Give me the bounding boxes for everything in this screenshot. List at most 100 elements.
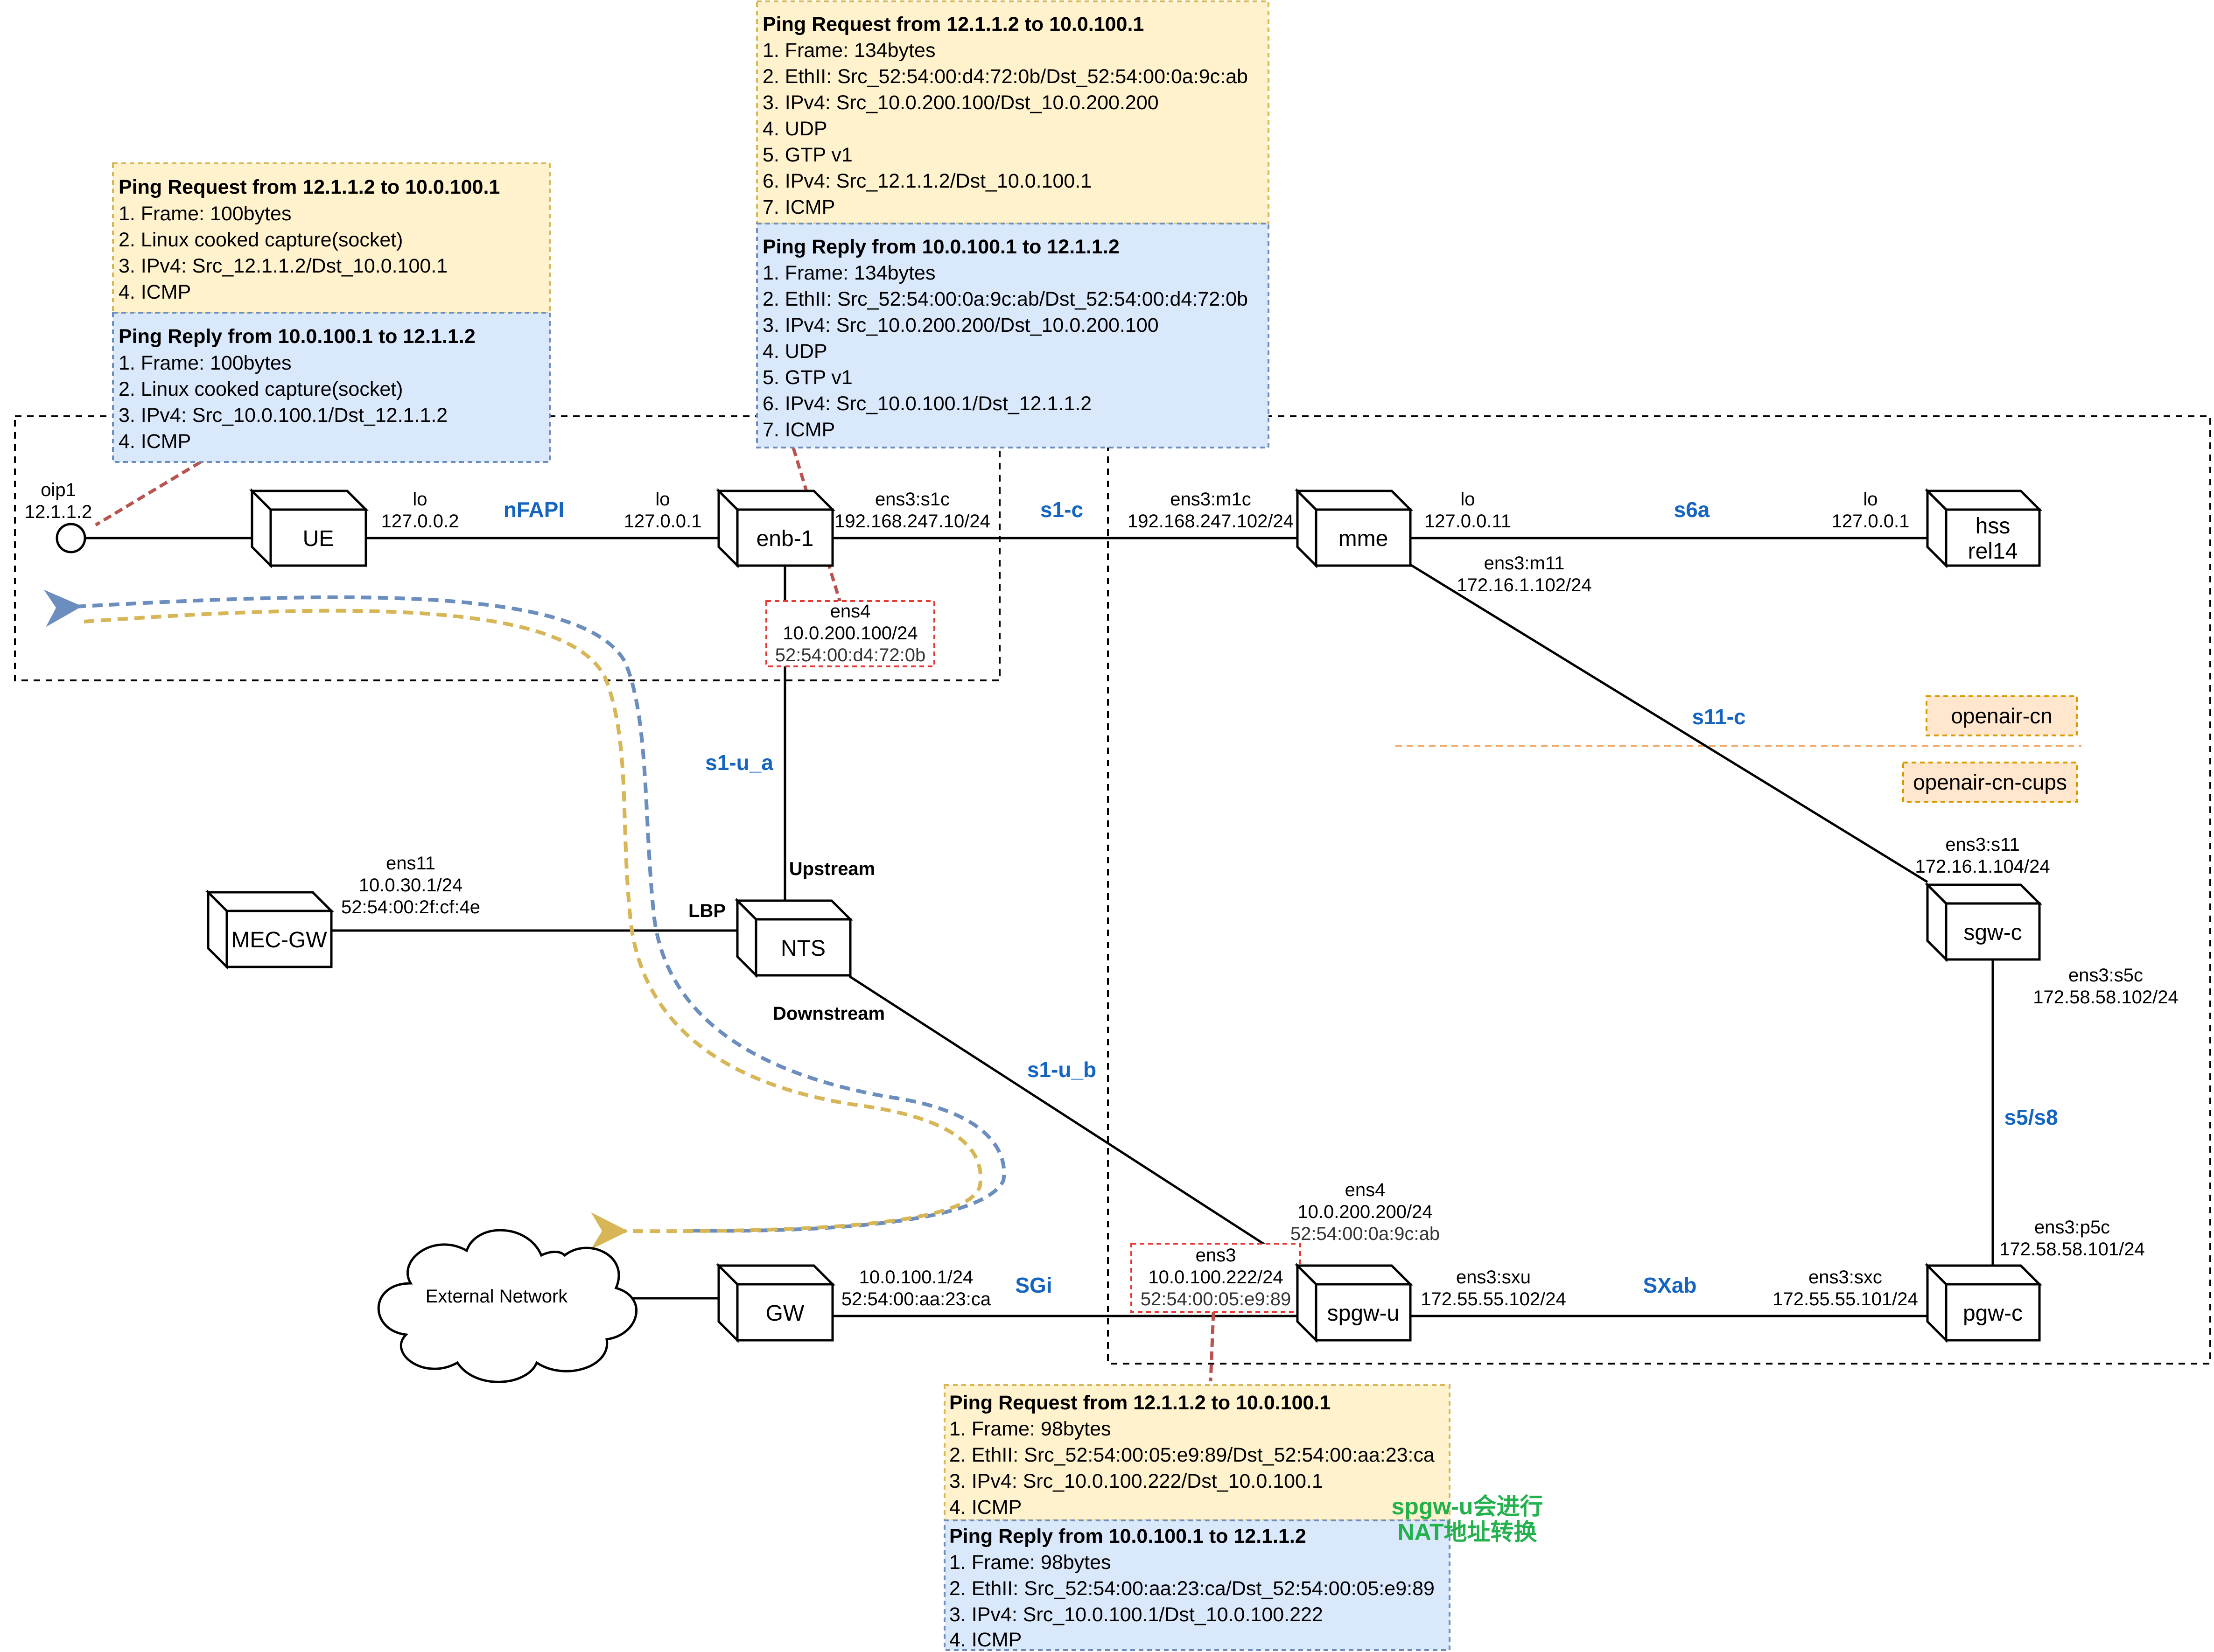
note-ue-reply-line: 3. IPv4: Src_10.0.100.1/Dst_12.1.1.2 (119, 404, 448, 427)
node-spgwu[interactable]: spgw-u (1294, 1262, 1414, 1344)
mme-m1c-name: ens3:m1c (1170, 489, 1251, 510)
note-sgi-reply: Ping Reply from 10.0.100.1 to 12.1.1.2 1… (944, 1519, 1450, 1651)
enb-lo-name: lo (655, 489, 670, 510)
enb-ens4-name: ens4 (830, 601, 871, 622)
note-enb-request-line: 6. IPv4: Src_12.1.1.2/Dst_10.0.100.1 (763, 170, 1092, 192)
note-ue-request-line: 2. Linux cooked capture(socket) (119, 229, 403, 251)
spgwu-ens3-mac: 52:54:00:05:e9:89 (1141, 1289, 1291, 1309)
label-s11c: s11-c (1692, 705, 1745, 729)
gw-sgi-ip: 10.0.100.1/24 (859, 1267, 974, 1288)
link-labels: nFAPI s1-c s6a s11-c s1-u_a s1-u_b s5/s8… (504, 497, 2058, 1297)
mec-ens11-mac: 52:54:00:2f:cf:4e (341, 897, 480, 917)
note-sgi-reply-line: 1. Frame: 98bytes (949, 1551, 1111, 1574)
enb-lo-ip: 127.0.0.1 (624, 511, 702, 532)
nat-note-line1: spgw-u会进行 (1392, 1493, 1543, 1519)
note-sgi-request-line: 1. Frame: 98bytes (949, 1418, 1111, 1440)
note-sgi-reply-line: 2. EthII: Src_52:54:00:aa:23:ca/Dst_52:5… (949, 1577, 1435, 1600)
sgwc-s11-ip: 172.16.1.104/24 (1915, 856, 2050, 877)
pgwc-p5c-ip: 172.58.58.101/24 (1999, 1239, 2144, 1260)
note-enb-request-line: 4. UDP (763, 118, 827, 140)
enb-label: enb-1 (757, 526, 814, 551)
mec-ens11-name: ens11 (386, 853, 435, 874)
note-sgi-reply-line: 4. ICMP (949, 1629, 1022, 1651)
mecgw-label: MEC-GW (231, 928, 327, 952)
note-enb-reply-line: 5. GTP v1 (763, 366, 853, 389)
nat-note-line2: NAT地址转换 (1397, 1519, 1537, 1545)
oip-interface-icon[interactable] (56, 523, 86, 553)
node-ue[interactable]: UE (249, 488, 369, 569)
sgwc-label: sgw-c (1963, 920, 2022, 945)
external-network-label: External Network (426, 1286, 568, 1307)
spgwu-ens3-name: ens3 (1196, 1245, 1236, 1266)
enb-ens4-mac: 52:54:00:d4:72:0b (775, 645, 926, 665)
enb-ens4-highlight (765, 600, 935, 667)
spgwu-ens4-mac: 52:54:00:0a:9c:ab (1290, 1224, 1440, 1244)
note-ue-request-title: Ping Request from 12.1.1.2 to 10.0.100.1 (119, 176, 500, 198)
mme-m11-ip: 172.16.1.102/24 (1457, 575, 1591, 595)
spgwu-ens4-name: ens4 (1345, 1180, 1386, 1200)
node-enb[interactable]: enb-1 (715, 488, 836, 569)
node-nts[interactable]: NTS (734, 897, 854, 979)
note-sgi-request-line: 4. ICMP (949, 1496, 1022, 1519)
mme-lo-name: lo (1460, 489, 1475, 510)
note-ue-request-line: 3. IPv4: Src_12.1.1.2/Dst_10.0.100.1 (119, 255, 448, 277)
note-ue-request: Ping Request from 12.1.1.2 to 10.0.100.1… (112, 162, 551, 314)
spgwu-ens3-ip: 10.0.100.222/24 (1148, 1267, 1283, 1288)
note-enb-reply-line: 1. Frame: 134bytes (763, 262, 935, 284)
node-mecgw[interactable]: MEC-GW (205, 889, 335, 970)
hss-label-line2: rel14 (1968, 539, 2018, 564)
note-enb-request-line: 5. GTP v1 (763, 144, 853, 166)
label-downstream: Downstream (773, 1003, 885, 1024)
links (82, 537, 1994, 1317)
reply-flow-arrow (43, 589, 1006, 1233)
note-enb-reply-line: 3. IPv4: Src_10.0.200.200/Dst_10.0.200.1… (763, 314, 1159, 336)
note-ue-request-line: 4. ICMP (119, 281, 191, 303)
mec-ens11-ip: 10.0.30.1/24 (359, 875, 462, 896)
ran-group-frame (14, 415, 1001, 681)
note-enb-request-line: 1. Frame: 134bytes (763, 39, 935, 62)
node-sgwc[interactable]: sgw-c (1924, 882, 2043, 963)
mme-m1c-ip: 192.168.247.102/24 (1128, 511, 1294, 532)
note-enb-reply-line: 6. IPv4: Src_10.0.100.1/Dst_12.1.1.2 (763, 392, 1092, 415)
node-pgwc[interactable]: pgw-c (1924, 1262, 2043, 1344)
interface-labels: lo 127.0.0.2 lo 127.0.0.1 ens3:s1c 192.1… (341, 489, 2179, 1309)
note-sgi-reply-line: 3. IPv4: Src_10.0.100.1/Dst_10.0.100.222 (949, 1603, 1323, 1626)
mme-m11-name: ens3:m11 (1484, 553, 1565, 574)
gw-label: GW (766, 1301, 805, 1326)
nts-label: NTS (781, 936, 826, 961)
external-network-cloud[interactable]: External Network (377, 1229, 638, 1383)
note-enb-request-line: 2. EthII: Src_52:54:00:d4:72:0b/Dst_52:5… (763, 65, 1248, 88)
enb-s1c-name: ens3:s1c (875, 489, 950, 510)
note-ue-request-line: 1. Frame: 100bytes (119, 203, 291, 225)
sgwc-s11-name: ens3:s11 (1945, 834, 2019, 855)
note-enb-reply-line: 7. ICMP (763, 419, 835, 441)
link-mme-sgwc (1409, 563, 1928, 883)
tag-openair-cn-cups-label: openair-cn-cups (1913, 770, 2067, 794)
request-flow-arrow (84, 609, 983, 1250)
note-sgi-request-line: 3. IPv4: Src_10.0.100.222/Dst_10.0.100.1 (949, 1470, 1323, 1492)
note-sgi-request-title: Ping Request from 12.1.1.2 to 10.0.100.1 (949, 1392, 1331, 1414)
note-ue-reply-line: 2. Linux cooked capture(socket) (119, 378, 403, 400)
node-mme[interactable]: mme (1294, 488, 1414, 569)
note-ue-reply-line: 4. ICMP (119, 430, 191, 453)
callout-spgwu (1209, 1312, 1215, 1382)
label-s1c: s1-c (1040, 497, 1083, 522)
node-gw[interactable]: GW (715, 1262, 836, 1344)
hss-lo-name: lo (1863, 489, 1878, 510)
pgwc-label: pgw-c (1963, 1301, 2023, 1326)
note-enb-reply-title: Ping Reply from 10.0.100.1 to 12.1.1.2 (763, 236, 1120, 258)
spgwu-ens4-ip: 10.0.200.200/24 (1297, 1202, 1432, 1222)
note-ue-reply: Ping Reply from 10.0.100.1 to 12.1.1.2 1… (112, 312, 551, 463)
label-nfapi: nFAPI (504, 497, 564, 522)
node-hss[interactable]: hss rel14 (1924, 488, 2043, 569)
ue-label: UE (303, 526, 334, 551)
note-enb-reply: Ping Reply from 10.0.100.1 to 12.1.1.2 1… (756, 223, 1269, 448)
enb-s1c-ip: 192.168.247.10/24 (834, 511, 990, 532)
mme-lo-ip: 127.0.0.11 (1424, 511, 1511, 532)
ue-lo-name: lo (413, 489, 427, 510)
pgwc-p5c-name: ens3:p5c (2034, 1217, 2110, 1238)
ue-lo-ip: 127.0.0.2 (381, 511, 459, 532)
pgwc-sxc-name: ens3:sxc (1808, 1267, 1882, 1288)
label-s6a: s6a (1674, 497, 1710, 522)
